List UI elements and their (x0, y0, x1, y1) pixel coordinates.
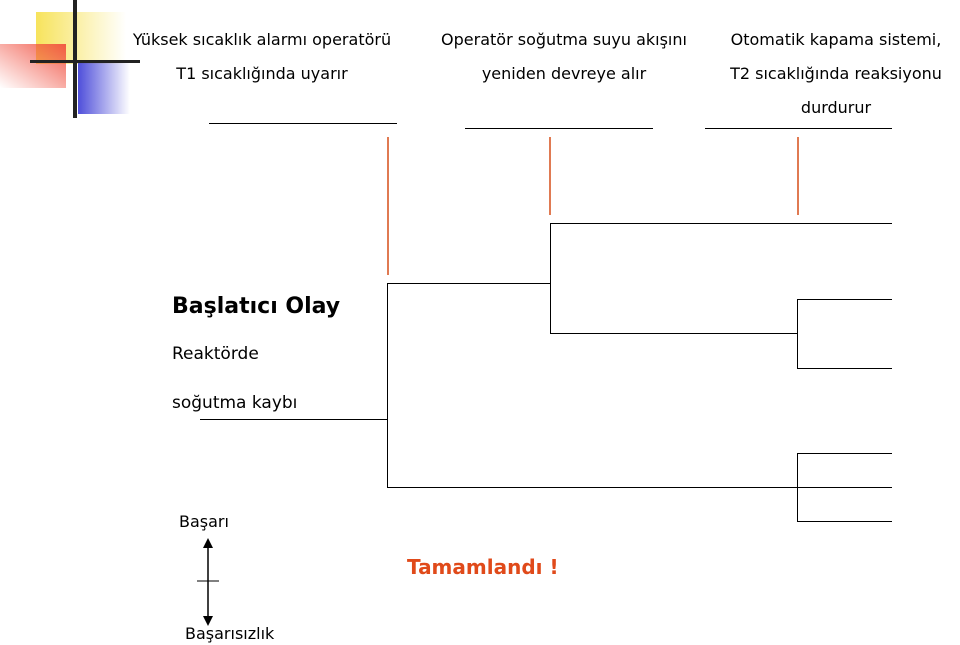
column-separator (549, 137, 551, 215)
header-auto-shutdown: Otomatik kapama sistemi, T2 sıcaklığında… (712, 30, 960, 132)
completed-label: Tamamlandı ! (407, 555, 559, 579)
initiating-event-line: soğutma kaybı (172, 393, 298, 413)
header-underline (705, 128, 892, 129)
legend-failure-label: Başarısızlık (185, 624, 275, 643)
initiating-event-title: Başlatıcı Olay (172, 294, 341, 319)
tree-branch (797, 299, 798, 369)
tree-branch (797, 299, 892, 300)
header-text: durdurur (800, 98, 872, 117)
tree-branch (797, 368, 892, 369)
header-text: Operatör soğutma suyu akışını (441, 30, 687, 49)
tree-branch (550, 223, 892, 224)
tree-branch (550, 223, 551, 334)
header-text: T2 sıcaklığında reaksiyonu (730, 64, 942, 83)
column-separator (387, 137, 389, 275)
tree-branch (797, 453, 892, 454)
header-operator-restarts-cooling: Operatör soğutma suyu akışını yeniden de… (418, 30, 710, 98)
header-underline (465, 128, 653, 129)
corner-decoration-graphic (0, 0, 140, 118)
tree-branch (200, 419, 388, 420)
legend-success-label: Başarı (179, 512, 229, 531)
header-high-temp-alarm: Yüksek sıcaklık alarmı operatörü T1 sıca… (112, 30, 412, 98)
tree-branch (387, 283, 550, 284)
header-underline (209, 123, 397, 124)
initiating-event-line: Reaktörde (172, 344, 259, 364)
corner-decoration (0, 0, 140, 120)
tree-branch (387, 487, 892, 488)
tree-branch (550, 333, 798, 334)
tree-branch (387, 283, 388, 488)
column-separator (797, 137, 799, 215)
up-down-arrow-icon (195, 538, 223, 626)
header-text: T1 sıcaklığında uyarır (176, 64, 348, 83)
header-text: Otomatik kapama sistemi, (730, 30, 942, 49)
header-text: yeniden devreye alır (481, 64, 647, 83)
header-text: Yüksek sıcaklık alarmı operatörü (132, 30, 392, 49)
tree-branch (797, 453, 798, 522)
tree-branch (797, 521, 892, 522)
